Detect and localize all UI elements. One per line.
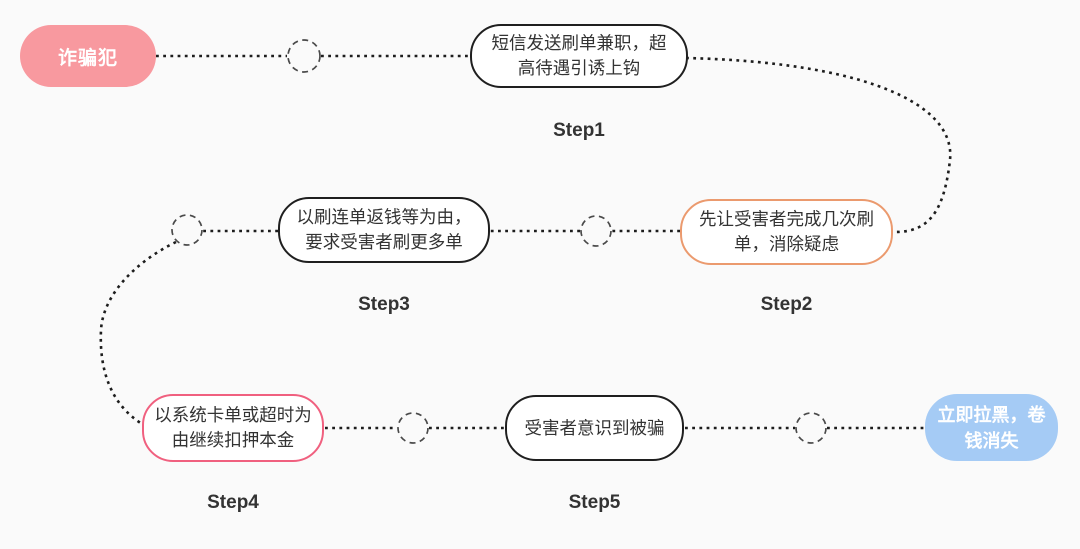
junction-circle-2 xyxy=(580,215,612,247)
step3-caption: Step3 xyxy=(358,294,410,315)
connector-junction3-step4-arc xyxy=(99,240,177,426)
scammer-node: 诈骗犯 xyxy=(20,25,156,87)
end-node: 立即拉黑，卷 钱消失 xyxy=(925,394,1058,461)
step5-node: 受害者意识到被骗 xyxy=(505,395,684,461)
step4-node: 以系统卡单或超时为 由继续扣押本金 xyxy=(142,394,324,462)
step4-caption: Step4 xyxy=(207,492,259,513)
step2-node: 先让受害者完成几次刷 单，消除疑虑 xyxy=(680,199,893,265)
junction-circle-5 xyxy=(795,412,827,444)
step3-node: 以刷连单返钱等为由， 要求受害者刷更多单 xyxy=(278,197,490,263)
step5-caption: Step5 xyxy=(568,492,621,513)
step1-node: 短信发送刷单兼职，超 高待遇引诱上钩 xyxy=(470,24,688,88)
junction-circle-4 xyxy=(397,412,429,444)
junction-circle-1 xyxy=(287,39,321,73)
step2-caption: Step2 xyxy=(760,294,813,315)
step1-caption: Step1 xyxy=(553,120,605,141)
junction-circle-3 xyxy=(171,214,203,246)
